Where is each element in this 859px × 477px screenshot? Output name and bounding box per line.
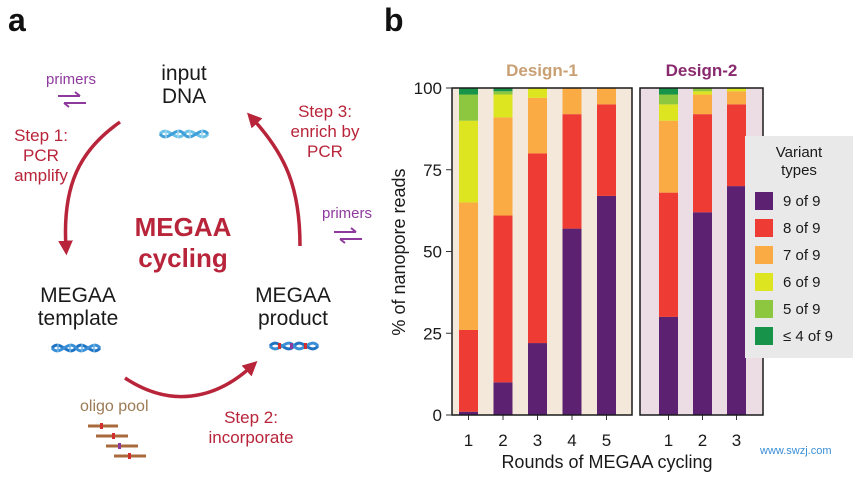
bar-segment [493, 382, 513, 415]
bar-segment [528, 97, 547, 154]
bar-segment [562, 114, 582, 229]
bar-segment [459, 411, 478, 415]
legend-label: 9 of 9 [783, 193, 821, 210]
bar-segment [459, 88, 478, 95]
step1-arrow [58, 120, 122, 256]
bar-segment [528, 153, 547, 344]
bar-segment [459, 202, 478, 330]
bar-segment [659, 104, 678, 121]
y-tick-label: 50 [423, 243, 442, 262]
panel-a-letter: a [8, 2, 26, 38]
bar-segment [693, 88, 712, 92]
bar-segment [659, 88, 678, 95]
primer-arrows-icon [334, 227, 362, 244]
legend-label: 8 of 9 [783, 220, 821, 237]
watermark-text: www.swzj.com [760, 445, 832, 457]
input-dna-label: input DNA [161, 62, 207, 108]
bar-segment [528, 88, 547, 98]
x-tick-label: 1 [464, 431, 473, 450]
bar-segment [693, 94, 712, 115]
bar-segment [562, 228, 582, 415]
x-tick-label: 3 [533, 431, 542, 450]
bar-segment [727, 91, 746, 105]
bar-segment [597, 195, 616, 415]
panel-b-letter: b [384, 2, 404, 38]
x-tick-label: 1 [664, 431, 673, 450]
legend-label: 5 of 9 [783, 301, 821, 318]
y-tick-label: 75 [423, 161, 442, 180]
megaa-template-label: MEGAA template [37, 284, 119, 330]
y-tick-label: 25 [423, 324, 442, 343]
legend-swatch [755, 219, 773, 237]
bar-segment [493, 215, 513, 383]
step3-label: Step 3: enrich by PCR [290, 102, 360, 161]
bar-segment [727, 104, 746, 187]
bar-segment [597, 104, 616, 196]
facet-title-2: Design-2 [666, 61, 738, 80]
bar-segment [659, 316, 678, 415]
x-tick-label: 4 [567, 431, 576, 450]
bar-segment [493, 117, 513, 216]
legend-title: Variant types [775, 144, 823, 179]
bar-segment [693, 212, 712, 415]
legend-swatch [755, 327, 773, 345]
primer-arrows-icon [58, 91, 86, 108]
bar-segment [493, 88, 513, 92]
bar-segment [659, 94, 678, 105]
legend: Variant types 9 of 9 8 of 9 7 of 9 6 of 9 5 … [745, 136, 853, 358]
bar-segment [493, 94, 513, 118]
dna-helix-icon [50, 343, 102, 353]
x-tick-label: 5 [602, 431, 611, 450]
bar-segment [659, 192, 678, 317]
legend-swatch [755, 273, 773, 291]
x-tick-label: 2 [498, 431, 507, 450]
x-axis-label: Rounds of MEGAA cycling [501, 452, 712, 472]
step3-arrow [247, 112, 302, 247]
bar-segment [693, 114, 712, 213]
y-tick-label: 100 [414, 79, 442, 98]
bar-segment [659, 120, 678, 193]
step2-label: Step 2: incorporate [208, 408, 294, 447]
primers-label-right: primers [322, 205, 373, 222]
legend-swatch [755, 300, 773, 318]
megaa-product-label: MEGAA product [255, 284, 331, 330]
x-tick-label: 2 [698, 431, 707, 450]
legend-label: 6 of 9 [783, 274, 821, 291]
oligo-strands-icon [88, 423, 146, 459]
bar-segment [459, 94, 478, 121]
facet-title-1: Design-1 [506, 61, 578, 80]
bar-segment [727, 186, 746, 415]
dna-helix-icon [158, 129, 210, 139]
legend-label: 7 of 9 [783, 247, 821, 264]
legend-label: ≤ 4 of 9 [783, 328, 833, 345]
dna-helix-icon [268, 341, 320, 351]
bar-segment [693, 91, 712, 95]
bar-segment [727, 88, 746, 92]
step2-arrow [124, 361, 258, 399]
bar-segment [459, 329, 478, 412]
bar-segment [597, 88, 616, 105]
step1-label: Step 1: PCR amplify [14, 126, 68, 185]
bar-segment [528, 343, 547, 415]
bar-segment [459, 120, 478, 203]
legend-swatch [755, 246, 773, 264]
y-tick-label: 0 [433, 406, 442, 425]
legend-swatch [755, 192, 773, 210]
x-tick-label: 3 [732, 431, 741, 450]
bar-segment [493, 91, 513, 95]
megaa-cycling-title: MEGAA cycling [134, 212, 232, 273]
oligo-pool-label: oligo pool [80, 398, 149, 415]
bar-segment [562, 88, 582, 115]
primers-label-left: primers [46, 71, 97, 88]
y-axis-label: % of nanopore reads [389, 168, 409, 335]
